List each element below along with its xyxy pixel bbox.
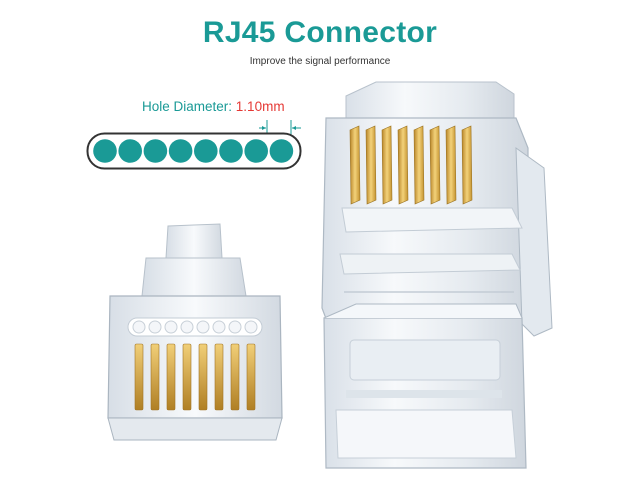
cable-hole-2	[118, 139, 142, 163]
hole-diameter-text: Hole Diameter:	[142, 99, 233, 114]
cable-hole-4	[168, 139, 193, 163]
gold-contact-3	[381, 125, 393, 205]
wire-hole-8	[244, 320, 258, 334]
wire-hole-4	[180, 320, 194, 334]
gold-pin-7	[230, 343, 240, 411]
wire-hole-1	[132, 320, 146, 334]
cable-hole-5	[194, 139, 218, 163]
gold-pin-5	[198, 343, 208, 411]
gold-contact-1	[349, 125, 361, 205]
gold-pin-3	[166, 343, 176, 411]
hole-diameter-label: Hole Diameter: 1.10mm	[142, 99, 285, 114]
wire-hole-3	[164, 320, 178, 334]
gold-contact-4	[397, 125, 409, 205]
hole-diameter-value: 1.10mm	[235, 99, 285, 114]
wire-hole-7	[228, 320, 242, 334]
wire-hole-5	[196, 320, 210, 334]
gold-pin-2	[150, 343, 160, 411]
gold-contact-7	[445, 125, 457, 205]
cable-hole-1	[93, 139, 117, 163]
gold-contact-2	[365, 125, 377, 205]
rj45-connector-small	[107, 223, 283, 441]
wire-hole-2	[148, 320, 162, 334]
gold-contact-5	[413, 125, 425, 205]
page-title: RJ45 Connector	[202, 16, 438, 49]
cable-hole-8	[269, 139, 294, 163]
gold-pin-1	[134, 343, 144, 411]
gold-pin-4	[182, 343, 192, 411]
page-subtitle: Improve the signal performance	[249, 56, 391, 67]
cable-hole-strip	[86, 132, 302, 170]
cable-hole-3	[143, 139, 168, 163]
cable-hole-7	[244, 139, 268, 163]
wire-hole-6	[212, 320, 226, 334]
gold-contact-6	[429, 125, 441, 205]
cable-hole-6	[219, 139, 243, 163]
rj45-connector-large	[321, 81, 553, 469]
gold-pin-8	[246, 343, 256, 411]
gold-contact-8	[461, 125, 473, 205]
gold-pin-6	[214, 343, 224, 411]
